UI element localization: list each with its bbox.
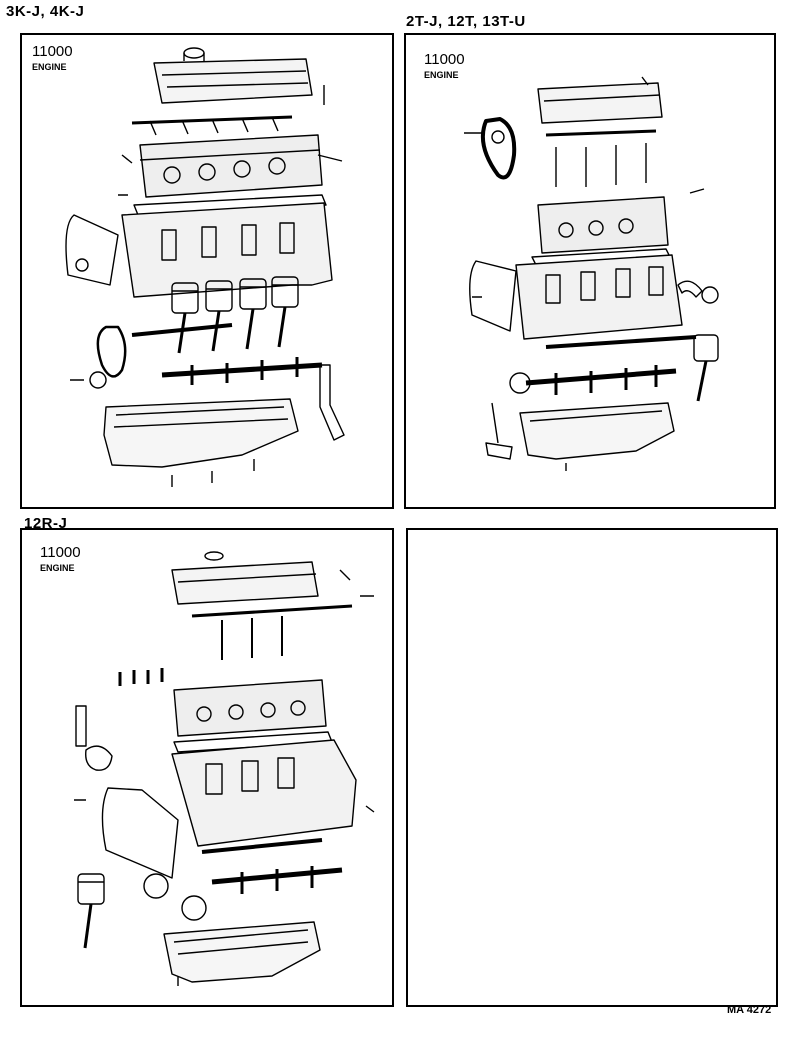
engine-exploded-diagram-12r [74, 551, 375, 986]
model-label-3k-4k: 3K-J, 4K-J [6, 3, 85, 20]
part-code: 11000 [40, 544, 81, 561]
part-code: 11000 [424, 51, 465, 68]
panel-3k-4k: 11000 ENGINE [20, 33, 394, 509]
panel-2t-12t: 11000 ENGINE [404, 33, 776, 509]
part-name: ENGINE [40, 563, 75, 573]
model-label-12r: 12R-J [24, 515, 68, 532]
drawing-reference: MA 4272 [727, 1004, 772, 1016]
engine-exploded-diagram-3k [65, 47, 345, 487]
empty-panel [406, 528, 778, 1007]
part-name: ENGINE [32, 62, 67, 72]
part-code: 11000 [32, 43, 73, 60]
engine-exploded-diagram-2t [464, 76, 719, 471]
part-name: ENGINE [424, 70, 459, 80]
panel-12r: 11000 ENGINE [20, 528, 394, 1007]
model-label-2t-12t: 2T-J, 12T, 13T-U [406, 13, 526, 30]
